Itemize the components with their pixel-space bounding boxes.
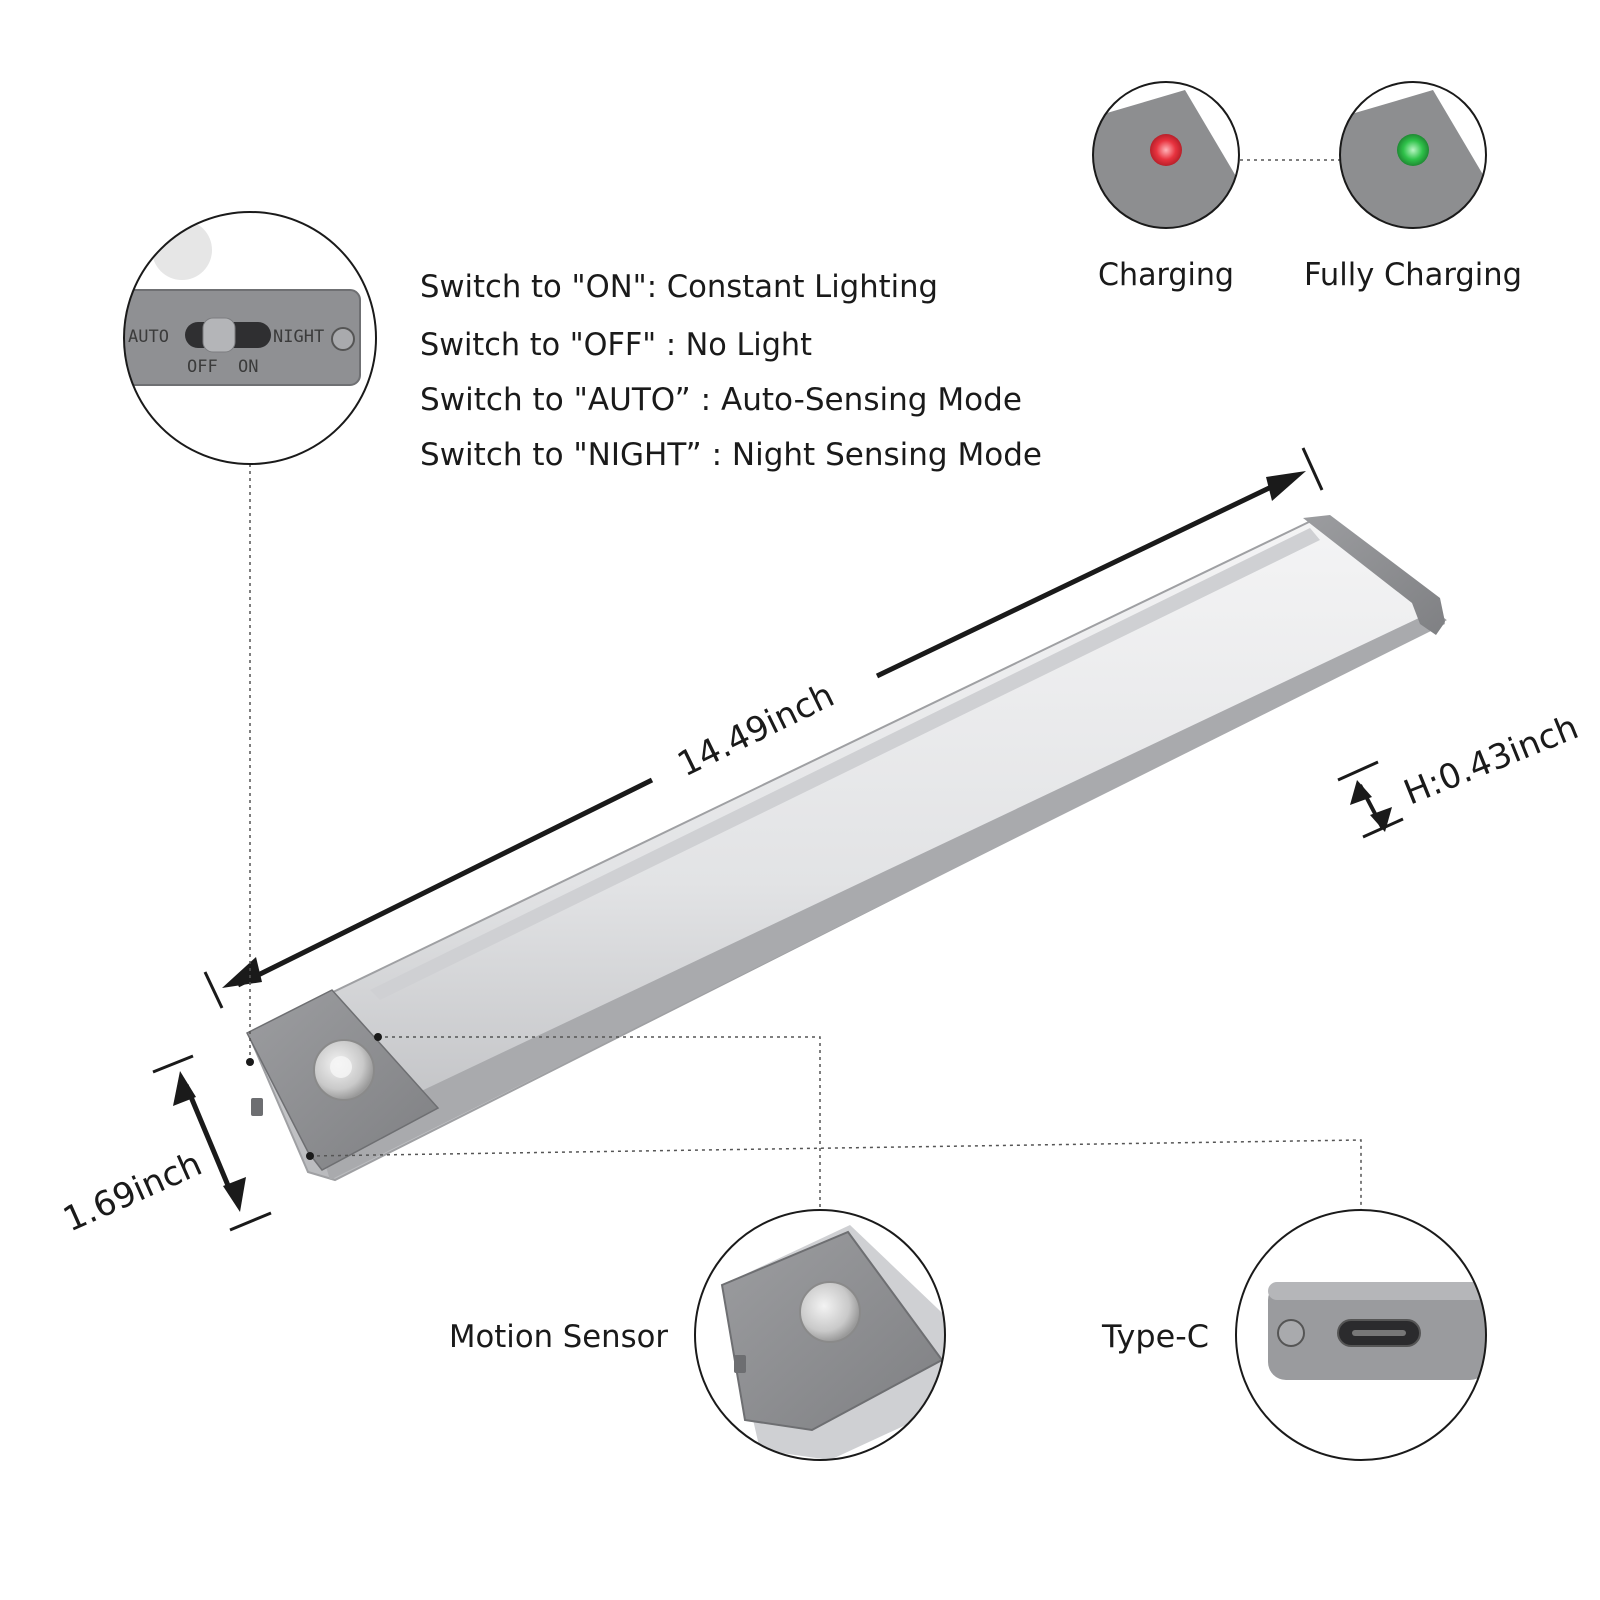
leader-dot-type-c [306, 1152, 314, 1160]
motion-sensor-label: Motion Sensor [449, 1319, 668, 1355]
width-arrowhead-bottom [223, 1177, 246, 1212]
red-led-icon [1150, 134, 1182, 166]
charging-label: Charging [1098, 257, 1234, 293]
screw-icon [331, 327, 355, 351]
switch-label-auto: AUTO [128, 327, 169, 347]
switch-closeup: AUTO NIGHT OFF ON [123, 211, 377, 465]
charging-ring [1092, 81, 1240, 229]
motion-sensor-ring [694, 1209, 946, 1461]
mode-list: Switch to "ON": Constant Lighting Switch… [420, 269, 1042, 473]
length-end-tick-right [1301, 447, 1324, 491]
width-dimension [152, 1054, 272, 1232]
width-end-tick-bottom [229, 1211, 272, 1232]
leader-dot-switch [246, 1058, 254, 1066]
light-bar [245, 515, 1447, 1182]
length-arrowhead-left [222, 957, 262, 988]
height-label: H:0.43inch [1398, 707, 1584, 813]
light-bar-top-strip [370, 528, 1320, 1000]
leader-type-c [309, 1139, 1362, 1210]
mode-on-text: Switch to "ON": Constant Lighting [420, 269, 938, 305]
motion-sensor-lens-center [330, 1056, 352, 1078]
screw-icon-type-c [1277, 1319, 1305, 1347]
length-end-tick-left [203, 971, 224, 1009]
type-c-label: Type-C [1101, 1319, 1209, 1355]
light-bar-right-endcap [1303, 515, 1445, 635]
switch-closeup-ring [123, 211, 377, 465]
switch-label-on: ON [238, 357, 258, 377]
width-dimension-line [183, 1084, 235, 1196]
length-dimension [203, 447, 1324, 1009]
width-end-tick-top [152, 1054, 194, 1074]
fully-charging-label: Fully Charging [1304, 257, 1522, 293]
switch-label-off: OFF [187, 357, 218, 377]
length-dimension-line-upper [875, 475, 1292, 679]
side-switch-nub [251, 1098, 263, 1116]
width-arrowhead-top [173, 1071, 196, 1106]
green-led-icon [1397, 134, 1429, 166]
leader-lines [249, 159, 1362, 1210]
length-dimension-line-lower [236, 777, 654, 988]
charging-indicator: Charging [1092, 81, 1240, 293]
height-arrowhead-bottom [1370, 807, 1392, 832]
motion-sensor-closeup: Motion Sensor [449, 1209, 946, 1461]
switch-label-night: NIGHT [273, 327, 324, 347]
type-c-closeup: Type-C [1101, 1209, 1487, 1461]
light-bar-lower-edge [318, 608, 1445, 1180]
height-dimension [1337, 760, 1404, 839]
mode-auto-text: Switch to "AUTO” : Auto-Sensing Mode [420, 382, 1022, 418]
length-arrowhead-right [1266, 471, 1306, 501]
type-c-ring [1235, 1209, 1487, 1461]
leader-motion-sensor [378, 1036, 821, 1210]
mode-night-text: Switch to "NIGHT” : Night Sensing Mode [420, 437, 1042, 473]
switch-slider-knob [202, 317, 236, 353]
fully-charging-ring [1339, 81, 1487, 229]
fully-charging-indicator: Fully Charging [1304, 81, 1522, 293]
width-label: 1.69inch [57, 1144, 208, 1240]
height-arrowhead-top [1350, 780, 1372, 805]
light-bar-body [246, 518, 1447, 1182]
leader-dot-motion [374, 1033, 382, 1041]
motion-closeup-lens [799, 1281, 861, 1343]
mode-off-text: Switch to "OFF" : No Light [420, 327, 812, 363]
height-end-tick-top [1337, 760, 1379, 782]
